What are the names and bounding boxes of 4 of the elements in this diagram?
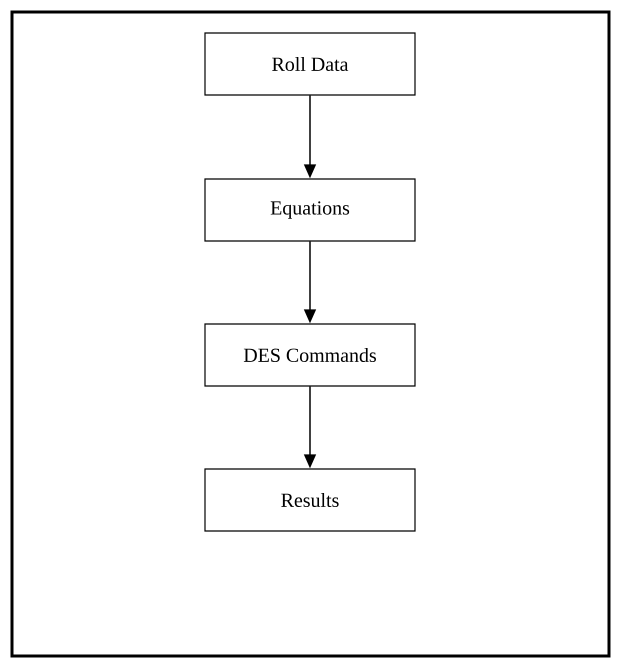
process-box: DES Commands: [204, 323, 416, 387]
process-box: Roll Data: [204, 32, 416, 96]
process-box: Equations: [204, 178, 416, 242]
process-box: Results: [204, 468, 416, 532]
